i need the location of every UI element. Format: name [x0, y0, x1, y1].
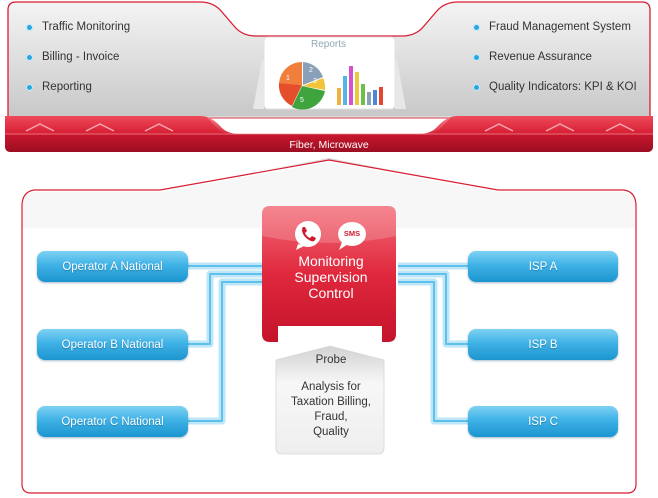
probe-description: Analysis for Taxation Billing, Fraud, Qu…: [272, 380, 390, 440]
feature-revenue-assurance: Revenue Assurance: [473, 51, 592, 63]
probe-block: [275, 345, 385, 455]
bullet-dot-icon: [473, 83, 480, 91]
feature-traffic-monitoring: Traffic Monitoring: [26, 21, 130, 33]
reports-bar-icon: [337, 66, 383, 105]
feature-billing-invoice: Billing - Invoice: [26, 51, 119, 63]
pie-label-3: 3: [313, 78, 317, 85]
msc-line-1: Monitoring: [298, 253, 364, 269]
transmission-subtitle: Fiber, Microwave: [289, 139, 369, 151]
isp-c-node: ISP C: [468, 406, 618, 437]
probe-line-2: Taxation Billing,: [291, 396, 371, 408]
feature-label: Quality Indicators: KPI & KOI: [489, 81, 637, 93]
bullet-dot-icon: [26, 53, 33, 61]
feature-quality-indicators: Quality Indicators: KPI & KOI: [473, 81, 637, 93]
chevron-up-icon: [25, 123, 635, 132]
transmission-title: Transmission Layer: [272, 117, 386, 132]
phone-icon: [295, 221, 321, 250]
feature-label: Reporting: [42, 81, 92, 93]
pie-label-2: 2: [309, 67, 313, 74]
isp-b-node: ISP B: [468, 329, 618, 360]
msc-label: Monitoring Supervision Control: [266, 253, 396, 301]
probe-title: Probe: [315, 354, 347, 366]
operator-a-node: Operator A National: [37, 251, 188, 282]
probe-line-4: Quality: [313, 426, 349, 438]
probe-line-3: Fraud,: [314, 411, 348, 423]
bullet-dot-icon: [26, 23, 33, 31]
bullet-dot-icon: [473, 53, 480, 61]
probe-line-1: Analysis for: [301, 381, 361, 393]
feature-label: Revenue Assurance: [489, 51, 592, 63]
pie-label-5: 5: [300, 97, 304, 104]
feature-label: Fraud Management System: [489, 21, 631, 33]
feature-label: Billing - Invoice: [42, 51, 120, 63]
reports-title: Reports: [310, 39, 346, 50]
operator-c-node: Operator C National: [37, 406, 188, 437]
feature-reporting: Reporting: [26, 81, 92, 93]
feature-fraud-management: Fraud Management System: [473, 21, 631, 33]
sms-bubble-icon: [338, 222, 366, 250]
bullet-dot-icon: [26, 83, 33, 91]
isp-a-node: ISP A: [468, 251, 618, 282]
msc-line-3: Control: [308, 285, 354, 301]
reports-pie-icon: [278, 61, 326, 110]
operator-b-node: Operator B National: [37, 329, 188, 360]
sms-text: SMS: [343, 229, 361, 238]
msc-line-2: Supervision: [294, 269, 368, 285]
bullet-dot-icon: [473, 23, 480, 31]
pie-label-1: 1: [286, 75, 290, 82]
feature-label: Traffic Monitoring: [42, 21, 131, 33]
